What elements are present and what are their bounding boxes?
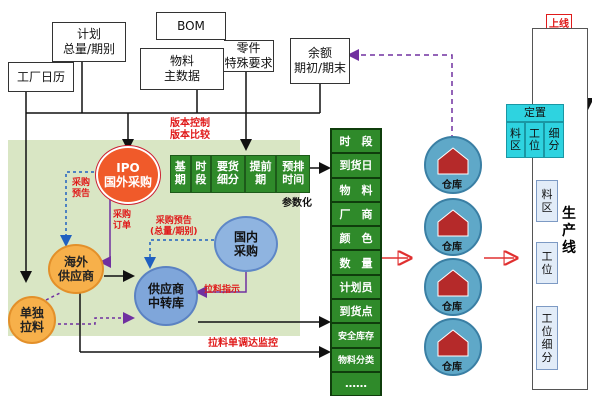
warehouse-label: 仓库: [442, 242, 462, 253]
factory-calendar-doc: 工厂日历: [8, 62, 74, 92]
location-cell: 工 位: [525, 122, 544, 158]
param-cell: 要货 细分: [211, 155, 245, 193]
pull-instruction-note: 拉料指示: [204, 285, 241, 295]
production-line-title: 生 产 线: [562, 206, 576, 256]
list-item: 颜 色: [331, 226, 381, 251]
line-cell: 料 区: [536, 180, 558, 222]
purchase-forecast-period-note: 采购预告 (总量/期别): [150, 216, 198, 237]
attribute-list: 时 段 到货日 物 料 厂 商 颜 色 数 量 计划员 到货点 安全库存 物料分…: [330, 128, 382, 396]
list-item: 到货点: [331, 299, 381, 324]
location-header: 定置: [506, 104, 564, 122]
material-master-doc: 物料 主数据: [140, 48, 224, 90]
param-label: 参数化: [282, 198, 312, 209]
domestic-purchase-node: 国内 采购: [214, 216, 278, 272]
pull-monitor-note: 拉料单调达监控: [208, 338, 278, 349]
list-item: 厂 商: [331, 201, 381, 227]
param-cell: 提前 期: [244, 155, 277, 193]
purchase-forecast-note: 采购 预告: [72, 178, 91, 199]
part-special-doc: 零件 特殊要求: [224, 40, 274, 72]
single-pull-node: 单独 拉料: [8, 296, 56, 344]
balance-doc: 余额 期初/期末: [290, 38, 350, 84]
param-cell: 基 期: [170, 155, 191, 193]
list-item: 数 量: [331, 250, 381, 275]
line-cell: 工 位 细 分: [536, 306, 558, 370]
list-item: 安全库存: [331, 323, 381, 348]
supplier-hub-node: 供应商 中转库: [134, 266, 198, 326]
list-item: 时 段: [331, 129, 381, 154]
warehouse-icon: [424, 258, 482, 316]
bom-doc: BOM: [156, 12, 226, 40]
location-cell: 料 区: [506, 122, 525, 158]
line-cell: 工 位: [536, 242, 558, 284]
list-item: 物 料: [331, 177, 381, 202]
version-control-note: 版本控制 版本比较: [170, 118, 210, 141]
warehouse-label: 仓库: [442, 180, 462, 191]
plan-doc: 计划 总量/期别: [52, 22, 126, 62]
warehouse-label: 仓库: [442, 362, 462, 373]
overseas-supplier-node: 海外 供应商: [48, 244, 104, 294]
list-item: 计划员: [331, 274, 381, 300]
list-item: 到货日: [331, 153, 381, 178]
barn-icons: [437, 147, 469, 357]
warehouse-icon: [424, 136, 482, 194]
purchase-order-note: 采购 订单: [113, 210, 132, 231]
list-item: 物料分类: [331, 347, 381, 372]
param-table: 基 期 时 段 要货 细分 提前 期 预排 时间: [170, 155, 311, 193]
param-cell: 预排 时间: [276, 155, 311, 193]
list-item: ……: [331, 371, 381, 396]
location-cell: 细 分: [544, 122, 564, 158]
ipo-node: IPO 国外采购: [96, 146, 160, 204]
param-cell: 时 段: [190, 155, 212, 193]
warehouse-label: 仓库: [442, 302, 462, 313]
